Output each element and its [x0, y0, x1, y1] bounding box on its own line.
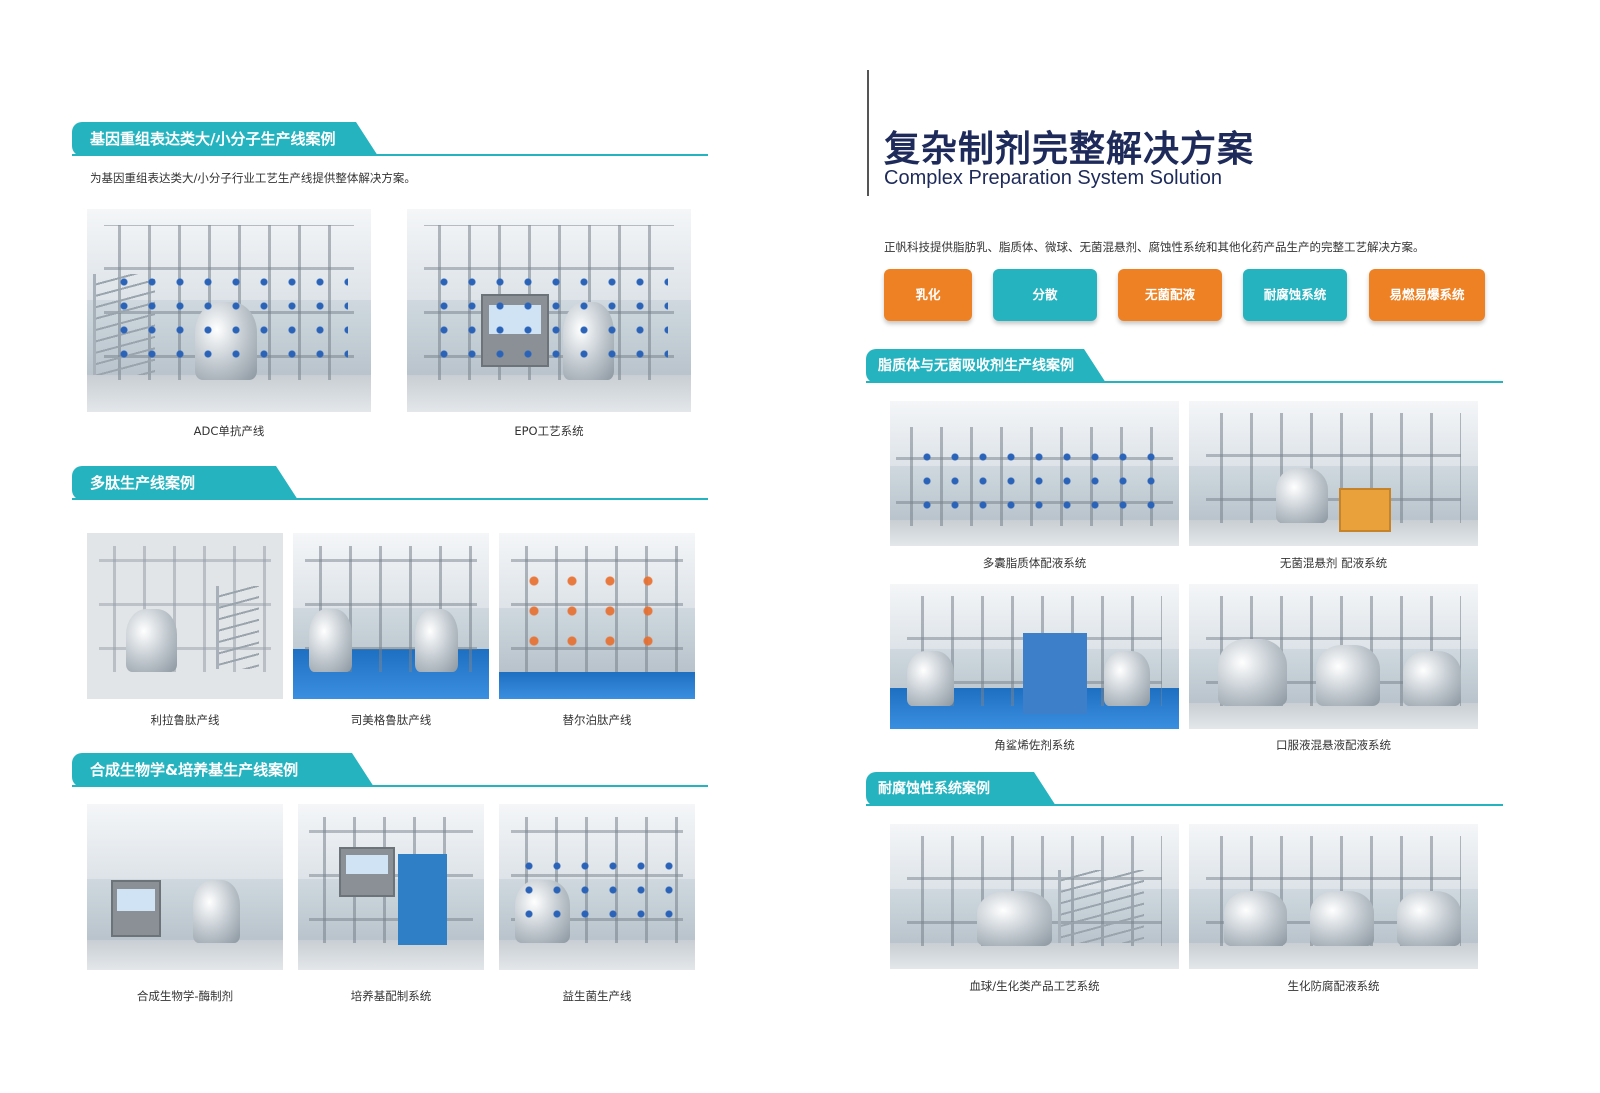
category-emulsification[interactable]: 乳化 [884, 269, 972, 321]
photo-culture-medium-system [298, 804, 484, 970]
caption-squalene-adjuvant: 角鲨烯佐剂系统 [994, 738, 1075, 752]
section-rule [866, 804, 1503, 806]
section-header-peptide: 多肽生产线案例 [72, 466, 708, 500]
caption-probiotic-line: 益生菌生产线 [562, 989, 632, 1003]
caption-enzyme-preparation: 合成生物学-酶制剂 [136, 989, 234, 1003]
section-rule [72, 785, 708, 787]
photo-semaglutide-line [293, 533, 489, 699]
category-explosion-proof[interactable]: 易燃易爆系统 [1369, 269, 1485, 321]
section-header-liposome: 脂质体与无菌吸收剂生产线案例 [866, 349, 1503, 383]
photo-sterile-suspension [1189, 401, 1478, 546]
caption-tirzepatide-line: 替尔泊肽产线 [562, 713, 632, 727]
photo-squalene-adjuvant [890, 584, 1179, 729]
caption-sterile-suspension: 无菌混悬剂 配液系统 [1279, 556, 1388, 570]
caption-oral-suspension: 口服液混悬液配液系统 [1276, 738, 1391, 752]
caption-multivesicular-liposome: 多囊脂质体配液系统 [982, 556, 1087, 570]
photo-tirzepatide-line [499, 533, 695, 699]
page-subtitle: Complex Preparation System Solution [884, 167, 1222, 189]
photo-probiotic-line [499, 804, 695, 970]
caption-biochemical-anticorrosion: 生化防腐配液系统 [1287, 979, 1380, 993]
section-rule [866, 381, 1503, 383]
section-header-synthetic-biology: 合成生物学&培养基生产线案例 [72, 753, 708, 787]
caption-epo-system: EPO工艺系统 [514, 424, 584, 438]
photo-epo-system [407, 209, 691, 412]
category-sterile-solution[interactable]: 无菌配液 [1118, 269, 1222, 321]
section-rule [72, 498, 708, 500]
photo-adc-line [87, 209, 371, 412]
category-corrosion-resistant[interactable]: 耐腐蚀系统 [1243, 269, 1347, 321]
caption-culture-medium-system: 培养基配制系统 [350, 989, 432, 1003]
caption-semaglutide-line: 司美格鲁肽产线 [350, 713, 432, 727]
section-rule [72, 154, 708, 156]
caption-liraglutide-line: 利拉鲁肽产线 [150, 713, 220, 727]
section-title: 耐腐蚀性系统案例 [866, 772, 1056, 806]
photo-multivesicular-liposome [890, 401, 1179, 546]
photo-liraglutide-line [87, 533, 283, 699]
caption-adc-line: ADC单抗产线 [193, 424, 265, 438]
header-divider [867, 70, 869, 196]
page-title: 复杂制剂完整解决方案 [884, 129, 1255, 170]
section-title: 多肽生产线案例 [72, 466, 298, 500]
photo-oral-suspension [1189, 584, 1478, 729]
photo-blood-biochemical-system [890, 824, 1179, 969]
section-title: 脂质体与无菌吸收剂生产线案例 [866, 349, 1106, 383]
photo-biochemical-anticorrosion [1189, 824, 1478, 969]
section-title: 合成生物学&培养基生产线案例 [72, 753, 374, 787]
section-header-gene-recombinant: 基因重组表达类大/小分子生产线案例 [72, 122, 708, 156]
caption-blood-biochemical-system: 血球/生化类产品工艺系统 [969, 979, 1100, 993]
section-description: 为基因重组表达类大/小分子行业工艺生产线提供整体解决方案。 [90, 171, 416, 185]
section-title: 基因重组表达类大/小分子生产线案例 [72, 122, 378, 156]
photo-enzyme-preparation [87, 804, 283, 970]
intro-text: 正帆科技提供脂肪乳、脂质体、微球、无菌混悬剂、腐蚀性系统和其他化药产品生产的完整… [884, 240, 1425, 254]
category-dispersion[interactable]: 分散 [993, 269, 1097, 321]
section-header-corrosion-resistant: 耐腐蚀性系统案例 [866, 772, 1503, 806]
